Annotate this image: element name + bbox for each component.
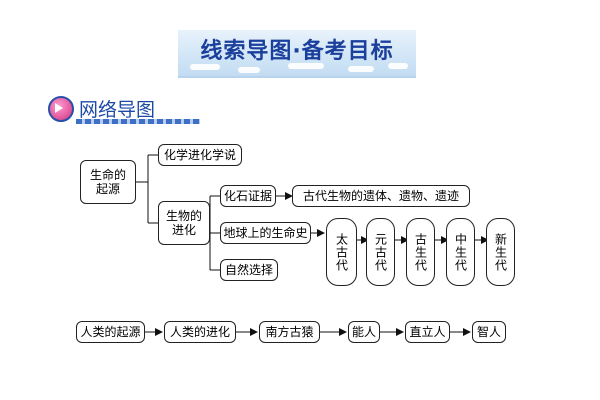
- node-human-origin: 人类的起源: [76, 321, 145, 343]
- title-banner: [178, 30, 416, 78]
- node-fossil-evidence: 化石证据: [220, 185, 276, 207]
- node-human-evolution: 人类的进化: [164, 321, 236, 343]
- section-bullet-icon: [48, 96, 74, 122]
- arrow-right-icon: [55, 103, 63, 113]
- era-proterozoic: 元古代: [366, 218, 395, 286]
- era-mesozoic: 中生代: [446, 218, 475, 286]
- node-homo-sapiens: 智人: [472, 321, 506, 343]
- node-homo-habilis: 能人: [348, 321, 380, 343]
- node-australopithecus: 南方古猿: [259, 321, 320, 343]
- era-archean: 太古代: [326, 218, 357, 286]
- node-fossil-description: 古代生物的遗体、遗物、遗迹: [292, 185, 470, 207]
- node-life-history: 地球上的生命史: [220, 222, 311, 244]
- section-underline: [76, 119, 200, 124]
- node-natural-selection: 自然选择: [220, 259, 278, 281]
- node-homo-erectus: 直立人: [405, 321, 450, 343]
- section-title: 网络导图: [79, 99, 156, 121]
- era-paleozoic: 古生代: [406, 218, 435, 286]
- page-title: 线索导图·备考目标: [200, 39, 394, 64]
- node-biological-evolution: 生物的 进化: [158, 201, 210, 245]
- node-origin-of-life: 生命的 起源: [80, 160, 136, 204]
- era-cenozoic: 新生代: [486, 218, 515, 286]
- node-chemical-evolution: 化学进化学说: [158, 144, 242, 166]
